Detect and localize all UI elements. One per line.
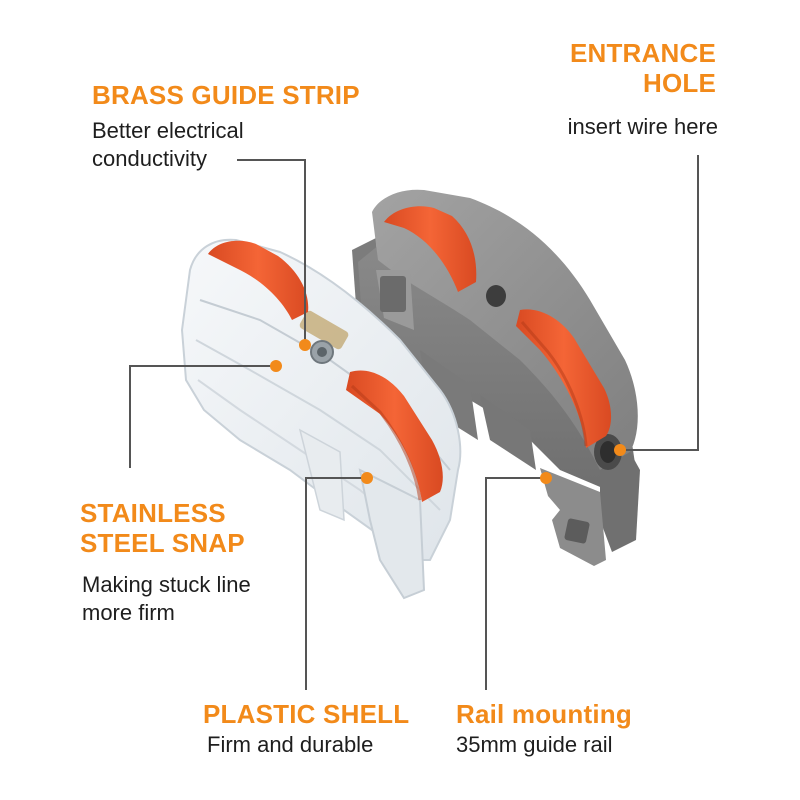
stainless-title-line2: STEEL SNAP [80, 528, 245, 558]
entrance-leader-line [622, 155, 699, 451]
plastic-shell-title: PLASTIC SHELL [203, 699, 410, 729]
stainless-steel-snap-desc: Making stuck line more firm [82, 571, 251, 627]
callout-lines [129, 155, 699, 690]
gray-lever-back [384, 206, 477, 292]
brass-leader-line [237, 159, 306, 345]
stainless-desc-line1: Making stuck line [82, 572, 251, 597]
stainless-steel-snap-title: STAINLESS STEEL SNAP [80, 498, 245, 558]
plastic-dot [361, 472, 373, 484]
plastic-shell-desc: Firm and durable [207, 732, 374, 757]
gray-center-hole [486, 285, 506, 307]
stainless-title-line1: STAINLESS [80, 498, 226, 528]
entrance-dot [614, 444, 626, 456]
gray-connector [352, 189, 640, 566]
gray-front-face [600, 452, 640, 552]
transparent-connector [180, 238, 462, 600]
rail-dot [540, 472, 552, 484]
entrance-title-line1: ENTRANCE [569, 38, 716, 68]
entrance-hole-title: ENTRANCE HOLE [570, 38, 716, 98]
callout-dots [270, 339, 626, 484]
plastic-leader-line [305, 477, 366, 690]
brass-guide-strip-title: BRASS GUIDE STRIP [92, 80, 360, 110]
brass-strip [299, 310, 349, 350]
brass-desc-line1: Better electrical [92, 118, 244, 143]
clear-lever-back [208, 240, 309, 320]
stainless-desc-line2: more firm [82, 600, 175, 625]
rail-mounting-desc: 35mm guide rail [456, 732, 613, 757]
brass-dot [299, 339, 311, 351]
brass-guide-strip-desc: Better electrical conductivity [92, 117, 244, 173]
rail-leader-line [485, 477, 546, 690]
stainless-dot [270, 360, 282, 372]
gray-side-wall [358, 236, 636, 492]
gray-top-surface [372, 189, 638, 470]
entrance-title-line2: HOLE [642, 68, 716, 98]
brass-desc-line2: conductivity [92, 146, 207, 171]
gray-rail-clip [540, 468, 606, 566]
rail-mounting-title: Rail mounting [456, 699, 632, 729]
gray-rail-slot [564, 518, 590, 544]
stainless-leader-line [129, 365, 275, 468]
entrance-hole-desc: insert wire here [567, 114, 718, 139]
